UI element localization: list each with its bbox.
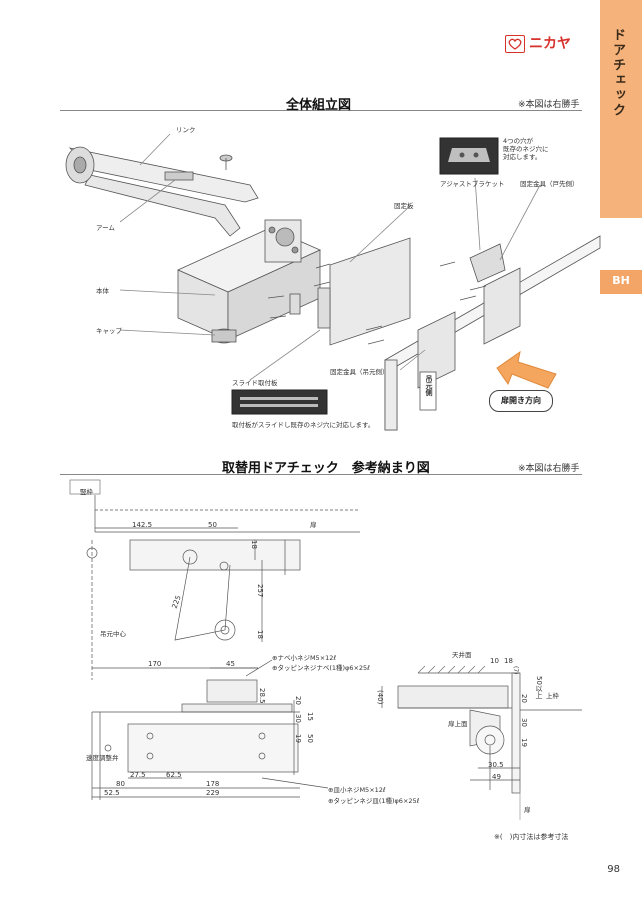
label-body: 本体 [96, 287, 109, 295]
page-number: 98 [607, 864, 620, 875]
dim-50-b: 50 [306, 734, 314, 743]
section-rule-1 [60, 110, 582, 111]
label-fixed-metal-door: 固定金具（戸先側） [520, 180, 579, 188]
dim-18-a: 18 [250, 540, 258, 549]
label-screw-3: ⊕皿小ネジM5×12ℓ [328, 786, 386, 794]
heart-logo-icon [505, 35, 525, 53]
reference-note: ※( )内寸法は参考寸法 [494, 833, 569, 841]
label-ceiling: 天井面 [452, 651, 472, 659]
dimensions-note: ※本図は右勝手 [518, 464, 580, 474]
subsection-tab-label: BH [612, 274, 630, 287]
dim-62-5: 62.5 [166, 771, 182, 779]
dim-19-b: 19 [520, 738, 528, 747]
label-adjust-bracket: アジャストブラケット [440, 180, 505, 188]
dimensions-title: 取替用ドアチェック 参考納まり図 [222, 461, 430, 476]
dim-18-c: 18 [504, 657, 513, 665]
dim-19-a: 19 [294, 734, 302, 743]
dim-49: 49 [492, 773, 501, 781]
dim-30-a: 30 [294, 714, 302, 723]
dim-10: 10 [490, 657, 499, 665]
dim-30-b: 30 [520, 718, 528, 727]
label-arm: アーム [96, 224, 115, 232]
label-four-holes: 4つの穴が 既存のネジ穴に 対応します。 [503, 137, 549, 161]
assembly-title: 全体組立図 [286, 98, 352, 113]
dim-50-min: 50以上 [535, 676, 543, 699]
label-door: 扉 [310, 521, 317, 529]
dim-15: 15 [306, 712, 314, 721]
section-rule-2 [60, 474, 582, 475]
label-screw-2: ⊕タッピンネジナベ(1種)φ6×25ℓ [272, 664, 370, 672]
label-door-2: 扉 [524, 806, 531, 814]
label-fixed-metal-hinge: 固定金具（吊元側） [330, 368, 389, 376]
brand-logo: ニカヤ [505, 33, 571, 53]
dim-142-5: 142.5 [132, 521, 153, 529]
dim-30-5: 30.5 [488, 761, 504, 769]
brand-name: ニカヤ [529, 36, 571, 52]
label-frame: 竪枠 [80, 488, 93, 496]
label-slide-plate: スライド取付板 [232, 379, 278, 387]
dim-178: 178 [206, 780, 220, 788]
dim-257: 257 [256, 584, 264, 598]
label-tsurimoto: 吊元側 [425, 375, 433, 396]
dim-229: 229 [206, 789, 220, 797]
label-fixed-plate: 固定板 [394, 202, 414, 210]
dim-50-a: 50 [208, 521, 217, 529]
label-cap: キャップ [96, 327, 122, 335]
label-screw-1: ⊕ナベ小ネジM5×12ℓ [272, 654, 337, 662]
dim-7: (7) [512, 666, 519, 675]
label-door-top: 扉上面 [448, 720, 468, 728]
assembly-note: ※本図は右勝手 [518, 100, 580, 110]
dim-27-5: 27.5 [130, 771, 146, 779]
dim-18-b: 18 [256, 630, 264, 639]
label-upper-frame: 上枠 [546, 692, 559, 700]
label-speed-valve: 速度調整弁 [86, 754, 119, 762]
dim-28-5: 28.5 [258, 688, 266, 704]
dim-80: 80 [116, 780, 125, 788]
open-direction-badge: 扉開き方向 [489, 390, 553, 412]
dim-45: 45 [226, 660, 235, 668]
dim-52-5: 52.5 [104, 789, 120, 797]
label-screw-4: ⊕タッピンネジ皿(1種)φ6×25ℓ [328, 797, 420, 805]
dim-20-b: 20 [520, 694, 528, 703]
label-slide-note: 取付板がスライドし既存のネジ穴に対応します。 [232, 421, 375, 429]
dim-20-a: 20 [294, 696, 302, 705]
dim-170: 170 [148, 660, 162, 668]
dim-40: (40) [376, 690, 384, 705]
label-link: リンク [176, 126, 196, 134]
section-tab: ドアチェック [600, 0, 642, 218]
section-tab-title: ドアチェック [610, 28, 625, 118]
label-hinge-center: 吊元中心 [100, 630, 126, 638]
subsection-tab: BH [600, 270, 642, 294]
